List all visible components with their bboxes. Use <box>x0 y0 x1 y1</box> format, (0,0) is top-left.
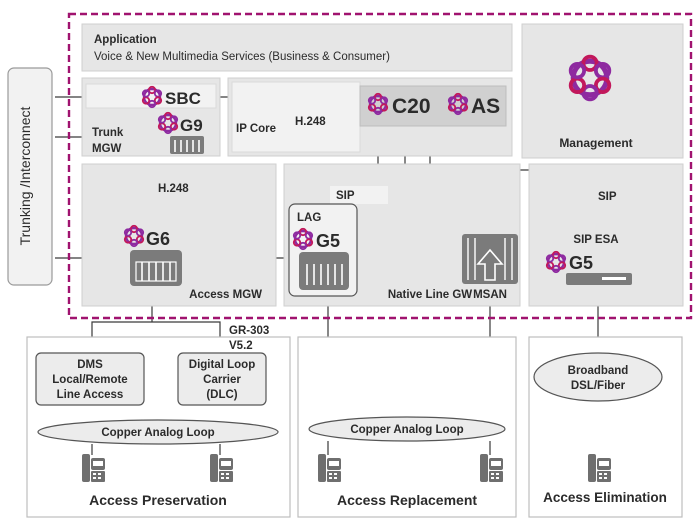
g5-native-device-icon <box>299 252 349 290</box>
c20-as-node: C20 AS <box>359 85 507 127</box>
dms-box: DMS Local/Remote Line Access <box>35 352 145 406</box>
application-subtitle: Voice & New Multimedia Services (Busines… <box>94 51 390 63</box>
phone-icon <box>588 454 611 482</box>
access-preservation-panel: GR-303 V5.2 DMS Local/Remote Line Access… <box>26 325 291 518</box>
access-mgw-box: H.248 G6 Access MGW <box>81 163 277 307</box>
v52-label: V5.2 <box>229 340 253 352</box>
msan-label: MSAN <box>473 289 507 301</box>
access-elimination-panel: Broadband DSL/Fiber Access Elimination <box>528 336 683 518</box>
copper-loop-2-label: Copper Analog Loop <box>350 424 463 436</box>
copper-loop-1: Copper Analog Loop <box>37 419 279 445</box>
broadband-node: Broadband DSL/Fiber <box>533 352 663 402</box>
dms-line-2: Local/Remote <box>52 374 127 386</box>
trunk-mgw-node: Trunk MGW G9 <box>92 111 204 155</box>
dlc-line-1: Digital Loop <box>189 359 255 371</box>
as-label: AS <box>471 95 500 118</box>
dlc-line-2: Carrier <box>203 374 241 386</box>
broadband-line-2: DSL/Fiber <box>571 380 626 392</box>
h248-top-label: H.248 <box>295 116 326 128</box>
trunking-interconnect-box: Trunking /Interconnect <box>7 67 53 286</box>
native-line-gw-label: Native Line GW <box>388 289 472 301</box>
core-network-boundary <box>67 12 693 320</box>
phone-icon <box>318 454 341 482</box>
sip-native-label: SIP <box>336 190 355 202</box>
access-elimination-label: Access Elimination <box>543 490 667 505</box>
g6-device-icon <box>130 250 182 286</box>
application-title: Application <box>94 34 157 46</box>
phone-icon <box>480 454 503 482</box>
dms-line-3: Line Access <box>57 389 124 401</box>
native-line-gw-box: SIP LAG G5 MSAN Native Line GW <box>283 163 521 307</box>
access-preservation-label: Access Preservation <box>89 492 227 508</box>
sip-esa-box: SIP SIP ESA G5 <box>528 163 684 307</box>
g9-label: G9 <box>180 116 203 135</box>
sbc-label: SBC <box>165 89 201 108</box>
access-replacement-panel: Copper Analog Loop Access Replacement <box>297 336 517 518</box>
g5-esa-label: G5 <box>569 253 593 273</box>
g6-label: G6 <box>146 229 170 249</box>
mgw-label: MGW <box>92 143 122 155</box>
ip-core-label: IP Core <box>236 123 276 135</box>
copper-loop-2: Copper Analog Loop <box>308 416 506 442</box>
g5-esa-device-icon <box>566 273 632 285</box>
g5-native-label: G5 <box>316 231 340 251</box>
h248-left-label: H.248 <box>158 183 189 195</box>
trunk-label: Trunk <box>92 127 124 139</box>
g9-device-icon <box>170 136 204 154</box>
dlc-box: Digital Loop Carrier (DLC) <box>177 352 267 406</box>
broadband-line-1: Broadband <box>568 365 629 377</box>
dms-line-1: DMS <box>77 359 103 371</box>
application-box: Application Voice & New Multimedia Servi… <box>81 23 513 72</box>
lag-label: LAG <box>297 212 321 224</box>
sip-esa-protocol-label: SIP <box>598 191 617 203</box>
c20-label: C20 <box>392 95 431 118</box>
management-label: Management <box>559 136 632 150</box>
msan-device-icon <box>462 234 518 284</box>
phone-icon <box>210 454 233 482</box>
sbc-node: SBC <box>141 85 201 109</box>
access-replacement-label: Access Replacement <box>337 492 477 508</box>
copper-loop-1-label: Copper Analog Loop <box>101 427 214 439</box>
sip-esa-label: SIP ESA <box>573 234 618 246</box>
gr303-label: GR-303 <box>229 325 269 337</box>
trunking-label: Trunking /Interconnect <box>17 107 33 246</box>
dlc-line-3: (DLC) <box>206 389 237 401</box>
access-mgw-label: Access MGW <box>189 289 262 301</box>
management-box: Management <box>521 23 684 159</box>
phone-icon <box>82 454 105 482</box>
